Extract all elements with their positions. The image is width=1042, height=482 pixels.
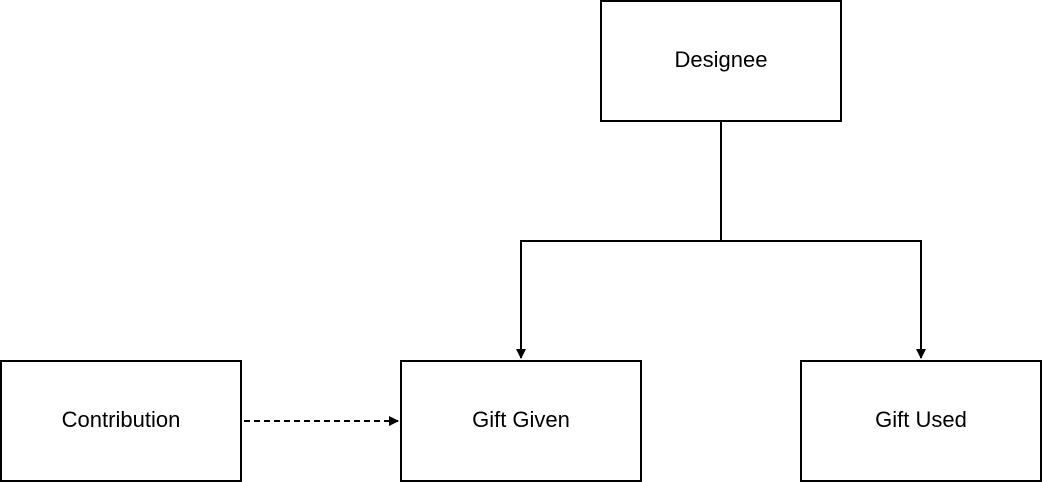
node-label-gift-given: Gift Given: [472, 407, 570, 432]
edge-designee-to-gift-used: [721, 240, 926, 359]
node-label-contribution: Contribution: [62, 407, 181, 432]
node-designee: Designee: [600, 0, 842, 122]
node-contribution: Contribution: [0, 360, 242, 482]
node-box: [600, 0, 842, 122]
node-gift-given: Gift Given: [400, 360, 642, 482]
node-label-designee: Designee: [675, 47, 768, 72]
node-box: [800, 360, 1042, 482]
node-box: [0, 360, 242, 482]
node-gift-used: Gift Used: [800, 360, 1042, 482]
node-label-gift-used: Gift Used: [875, 407, 967, 432]
node-box: [400, 360, 642, 482]
edge-designee-to-gift-given: [516, 121, 722, 359]
edges: [244, 121, 926, 426]
